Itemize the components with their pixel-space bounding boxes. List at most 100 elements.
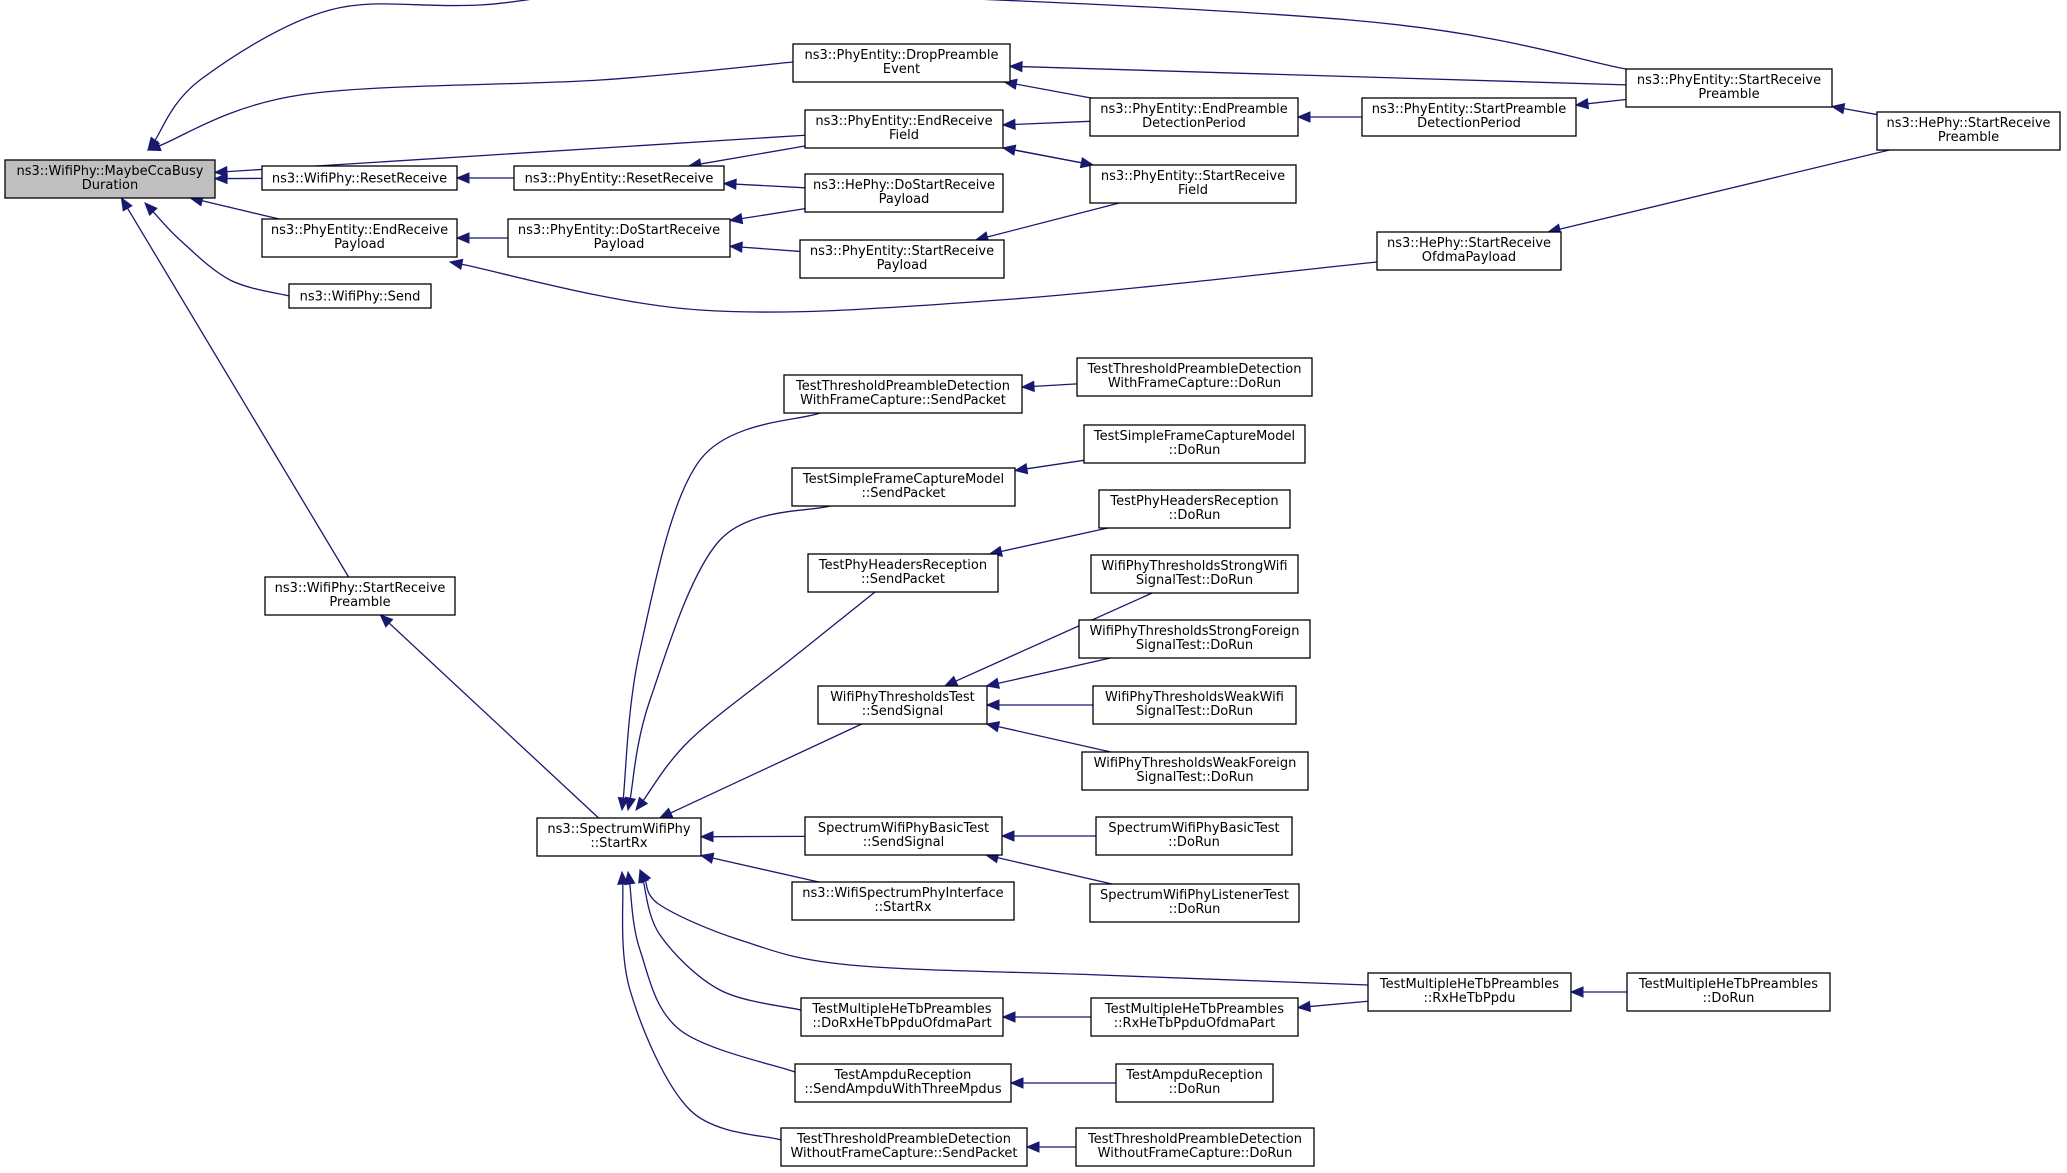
node-box	[4, 159, 216, 199]
node-box	[1876, 111, 2061, 151]
node-wpt_weak_wifi[interactable]: WifiPhyThresholdsWeakWifiSignalTest::DoR…	[1092, 685, 1297, 725]
node-reset_recv[interactable]: ns3::WifiPhy::ResetReceive	[261, 165, 458, 191]
node-label-line: TestThresholdPreambleDetection	[795, 379, 1010, 394]
node-label-line: ns3::PhyEntity::StartReceive	[1101, 169, 1285, 184]
node-label-line: ns3::WifiSpectrumPhyInterface	[802, 886, 1003, 901]
edge-arrowhead	[1569, 986, 1584, 998]
edge-tar_dorun-to-tar_send	[1009, 1077, 1116, 1089]
node-tsfcm_send[interactable]: TestSimpleFrameCaptureModel::SendPacket	[791, 467, 1016, 507]
node-label-line: ns3::PhyEntity::DropPreamble	[804, 48, 998, 63]
node-tmhtp_rxppdu[interactable]: TestMultipleHeTbPreambles::RxHeTbPpdu	[1367, 972, 1572, 1012]
edge-pe_start_recv_preamble-to-pe_drop	[1008, 60, 1627, 86]
edge-arrowhead	[617, 870, 629, 885]
node-swpbt_send[interactable]: SpectrumWifiPhyBasicTest::SendSignal	[804, 816, 1003, 856]
edge-arrowhead	[728, 212, 744, 225]
edge-hephy_dostart-to-pe_dostart	[728, 207, 806, 225]
edge-swplt_dorun-to-swpbt_send	[984, 852, 1113, 885]
node-label-line: Preamble	[329, 595, 390, 610]
node-wpt_weak_foreign[interactable]: WifiPhyThresholdsWeakForeignSignalTest::…	[1081, 751, 1309, 791]
node-ttpd_wfc_dorun[interactable]: TestThresholdPreambleDetectionWithFrameC…	[1076, 357, 1313, 397]
node-label-line: ns3::SpectrumWifiPhy	[547, 822, 690, 837]
node-pe_reset[interactable]: ns3::PhyEntity::ResetReceive	[513, 165, 725, 191]
edge-arrowhead	[213, 165, 228, 178]
node-tmhtp_rx_ofdma[interactable]: TestMultipleHeTbPreambles::RxHeTbPpduOfd…	[1090, 997, 1299, 1037]
node-box	[1076, 357, 1313, 397]
node-label-line: ::StartRx	[590, 836, 648, 851]
node-tphr_send[interactable]: TestPhyHeadersReception::SendPacket	[807, 553, 999, 593]
node-tmhtp_dorun[interactable]: TestMultipleHeTbPreambles::DoRun	[1626, 972, 1831, 1012]
node-swpbt_dorun[interactable]: SpectrumWifiPhyBasicTest::DoRun	[1095, 816, 1293, 856]
edge-arrowhead	[699, 852, 715, 864]
node-label-line: ns3::PhyEntity::EndReceive	[815, 114, 992, 129]
node-label-line: SpectrumWifiPhyBasicTest	[818, 821, 989, 836]
node-label-line: TestMultipleHeTbPreambles	[1638, 977, 1818, 992]
edge-line	[698, 145, 806, 165]
edge-line	[1307, 1000, 1369, 1008]
edge-line	[1031, 383, 1078, 388]
node-box	[800, 997, 1004, 1037]
edge-arrowhead	[448, 258, 464, 271]
node-tphr_dorun[interactable]: TestPhyHeadersReception::DoRun	[1098, 489, 1291, 529]
node-wp_send[interactable]: ns3::WifiPhy::Send	[288, 283, 432, 309]
node-tmhtp_dorx[interactable]: TestMultipleHeTbPreambles::DoRxHeTbPpduO…	[800, 997, 1004, 1037]
node-wspi_startrx[interactable]: ns3::WifiSpectrumPhyInterface::StartRx	[791, 881, 1015, 921]
node-label-line: DetectionPeriod	[1417, 116, 1521, 131]
node-box	[1095, 816, 1293, 856]
edge-tsfcm_send-to-swp_startrx	[624, 505, 831, 812]
node-wptt_send[interactable]: WifiPhyThresholdsTest::SendSignal	[817, 685, 988, 725]
node-label-line: Payload	[877, 258, 928, 273]
edge-arrowhead	[728, 241, 743, 253]
node-label-line: WifiPhyThresholdsWeakWifi	[1105, 690, 1284, 705]
edge-arrowhead	[699, 830, 714, 843]
edge-swp_startrx-to-wp_start_preamble	[379, 614, 600, 819]
node-box	[792, 43, 1011, 83]
node-ttpd_wfc_send[interactable]: TestThresholdPreambleDetectionWithFrameC…	[783, 374, 1023, 414]
edge-line	[733, 183, 806, 189]
node-ttpd_wofc_send[interactable]: TestThresholdPreambleDetectionWithoutFra…	[780, 1127, 1028, 1167]
node-swp_startrx[interactable]: ns3::SpectrumWifiPhy::StartRx	[536, 817, 702, 857]
node-box	[1376, 231, 1562, 271]
edge-line	[739, 207, 806, 220]
node-label-line: ns3::PhyEntity::ResetReceive	[525, 172, 714, 187]
node-swplt_dorun[interactable]: SpectrumWifiPhyListenerTest::DoRun	[1089, 883, 1300, 923]
node-wpt_strong_wifi[interactable]: WifiPhyThresholdsStrongWifiSignalTest::D…	[1090, 554, 1299, 594]
edge-hephy_start_preamble-to-hephy_ofdma	[1546, 149, 1890, 235]
node-label-line: Preamble	[1698, 87, 1759, 102]
node-tar_send[interactable]: TestAmpduReception::SendAmpduWithThreeMp…	[794, 1063, 1012, 1103]
node-label-line: TestPhyHeadersReception	[1109, 494, 1278, 509]
node-box	[807, 553, 999, 593]
node-label-line: ::SendAmpduWithThreeMpdus	[804, 1082, 1002, 1097]
node-wpt_strong_foreign[interactable]: WifiPhyThresholdsStrongForeignSignalTest…	[1078, 619, 1311, 659]
node-tar_dorun[interactable]: TestAmpduReception::DoRun	[1115, 1063, 1274, 1103]
node-label-line: Payload	[594, 237, 645, 252]
node-label-line: SignalTest::DoRun	[1136, 638, 1253, 653]
node-tsfcm_dorun[interactable]: TestSimpleFrameCaptureModel::DoRun	[1083, 424, 1306, 464]
node-label-line: ns3::WifiPhy::StartReceive	[275, 581, 446, 596]
node-label-line: Field	[889, 128, 919, 143]
node-label-line: TestMultipleHeTbPreambles	[1379, 977, 1559, 992]
node-label-line: DetectionPeriod	[1142, 116, 1246, 131]
edge-pe_end_payload-to-root	[189, 195, 280, 220]
node-ttpd_wofc_dorun[interactable]: TestThresholdPreambleDetectionWithoutFra…	[1075, 1127, 1315, 1167]
node-box	[1089, 164, 1297, 204]
node-pe_start_preamble_det[interactable]: ns3::PhyEntity::StartPreambleDetectionPe…	[1361, 97, 1577, 137]
node-box	[1090, 554, 1299, 594]
node-box	[1078, 619, 1311, 659]
node-pe_end_preamble_det[interactable]: ns3::PhyEntity::EndPreambleDetectionPeri…	[1089, 97, 1299, 137]
node-box	[817, 685, 988, 725]
edge-tmhtp_dorx-to-swp_startrx	[638, 868, 802, 1011]
node-label-line: Preamble	[1938, 130, 1999, 145]
node-box	[1361, 97, 1577, 137]
